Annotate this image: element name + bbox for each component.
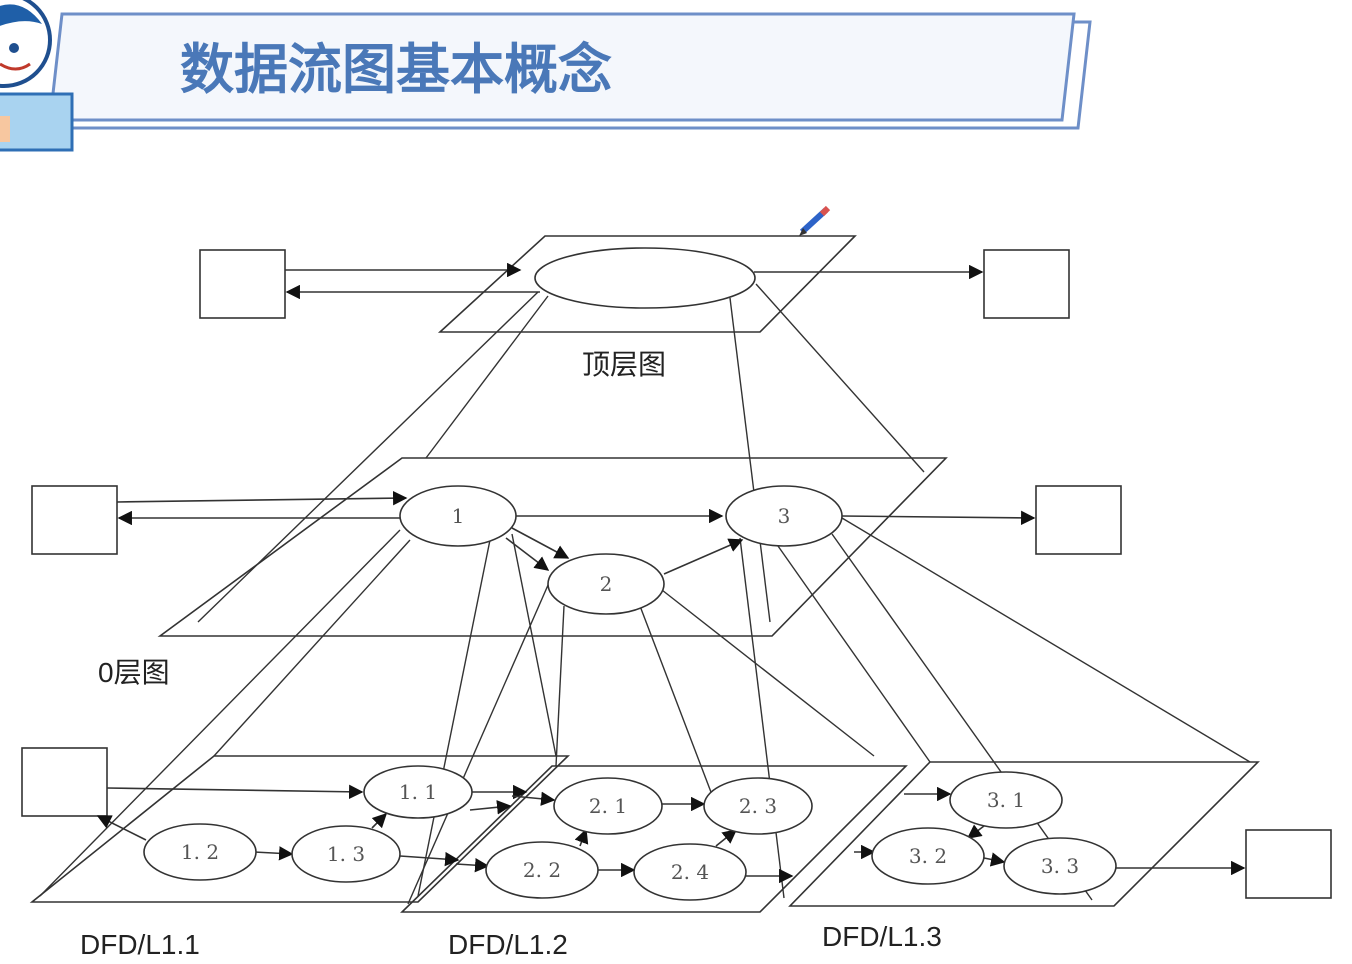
- external-entity: [1035, 485, 1122, 555]
- process-3-3-label: 3. 3: [1041, 854, 1079, 878]
- process-1-3-label: 1. 3: [327, 842, 365, 866]
- process-2-4-label: 2. 4: [671, 860, 709, 884]
- process-3: [725, 485, 843, 547]
- process-2-2: [485, 841, 599, 899]
- external-entity: [21, 747, 108, 817]
- cartoon-mascot-icon: [0, 0, 74, 152]
- top-level-caption: 顶层图: [582, 349, 666, 380]
- process-3-2: [871, 827, 985, 885]
- process-3-2-label: 3. 2: [909, 844, 947, 868]
- process-1-2: [143, 823, 257, 881]
- process-2-3: [703, 777, 813, 835]
- process-2-1-label: 2. 1: [589, 794, 627, 818]
- top-process: [534, 247, 756, 309]
- process-2-1: [553, 777, 663, 835]
- external-entity: [31, 485, 118, 555]
- sub-l12-caption: DFD/L1.2: [448, 929, 568, 960]
- external-entity: [983, 249, 1070, 319]
- process-2: [547, 553, 665, 615]
- process-1-label: 1: [452, 504, 465, 528]
- level0-caption: 0层图: [98, 657, 170, 688]
- level0-plane: [157, 457, 948, 637]
- pencil-icon: [799, 205, 831, 236]
- process-2-2-label: 2. 2: [523, 858, 561, 882]
- process-3-label: 3: [778, 504, 791, 528]
- sub-l11-plane: [29, 755, 570, 903]
- process-1: [399, 485, 517, 547]
- process-2-3-label: 2. 3: [739, 794, 777, 818]
- process-2-label: 2: [600, 572, 613, 596]
- sub-l13-plane: [788, 761, 1260, 907]
- data-flows: [96, 262, 1246, 884]
- external-entity: [199, 249, 286, 319]
- top-level-plane: [437, 235, 857, 333]
- slide-title: 数据流图基本概念: [180, 38, 612, 101]
- process-3-1-label: 3. 1: [987, 788, 1025, 812]
- external-entity: [1245, 829, 1332, 899]
- sub-l13-caption: DFD/L1.3: [822, 921, 942, 952]
- process-3-3: [1003, 837, 1117, 895]
- process-1-3: [291, 825, 401, 883]
- title-banner: 数据流图基本概念: [48, 12, 1092, 130]
- sub-l11-caption: DFD/L1.1: [80, 929, 200, 960]
- process-1-1: [363, 765, 473, 819]
- process-1-1-label: 1. 1: [399, 780, 437, 804]
- process-1-2-label: 1. 2: [181, 840, 219, 864]
- process-3-1: [949, 771, 1063, 829]
- process-2-4: [633, 843, 747, 901]
